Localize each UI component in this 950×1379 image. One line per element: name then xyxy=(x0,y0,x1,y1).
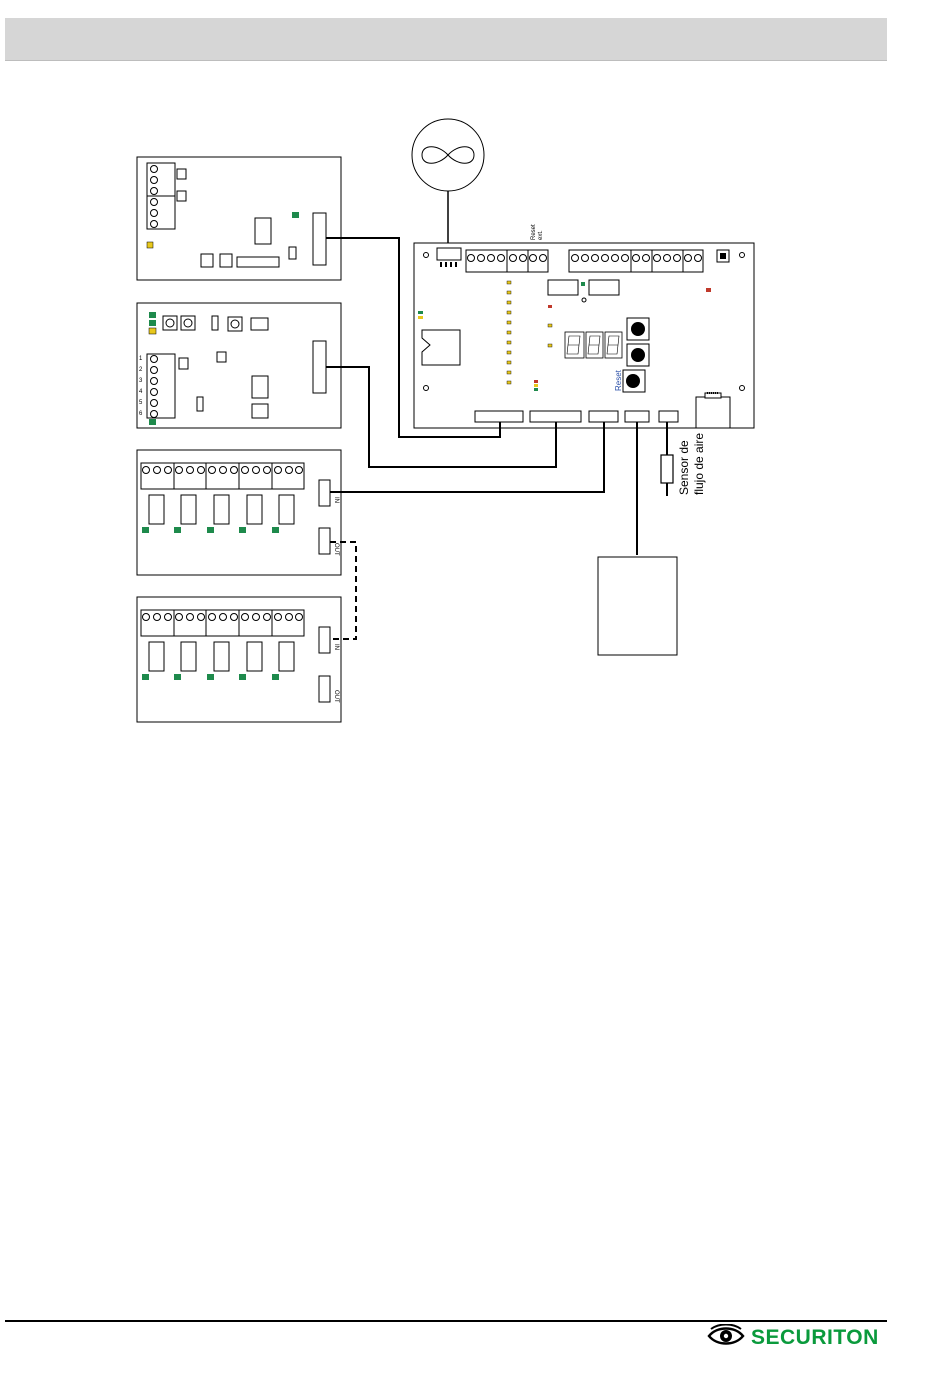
led-yellow xyxy=(147,242,153,248)
reset-button-label: Reset xyxy=(614,369,623,391)
relay-in-label-2: IN xyxy=(333,644,339,650)
relay-out-label-2: OUT xyxy=(333,690,339,703)
fan-symbol xyxy=(412,119,484,250)
eye-icon xyxy=(707,1324,745,1353)
sensor-label-line2: flujo de aire xyxy=(692,433,706,495)
brand-name: SECURITON xyxy=(751,1326,879,1350)
relay-board-1: IN OUT xyxy=(137,450,341,575)
led-green xyxy=(292,212,299,218)
reset-ext-label-1: Reset xyxy=(531,224,537,240)
main-controller-board: Reset ext. xyxy=(414,224,754,428)
reset-ext-label-2: ext. xyxy=(538,230,544,240)
footer-rule xyxy=(5,1320,887,1322)
external-module-box xyxy=(598,557,677,655)
relay-out-label: OUT xyxy=(333,543,339,556)
sensor-label-line1: Sensor de xyxy=(677,440,691,495)
brand-logo: SECURITON xyxy=(707,1325,879,1351)
relay-board-2: IN OUT xyxy=(137,597,341,722)
detector-board-2: 1 2 3 4 5 6 xyxy=(137,303,341,428)
detector-board-1 xyxy=(137,157,341,280)
relay-in-label: IN xyxy=(333,497,339,503)
